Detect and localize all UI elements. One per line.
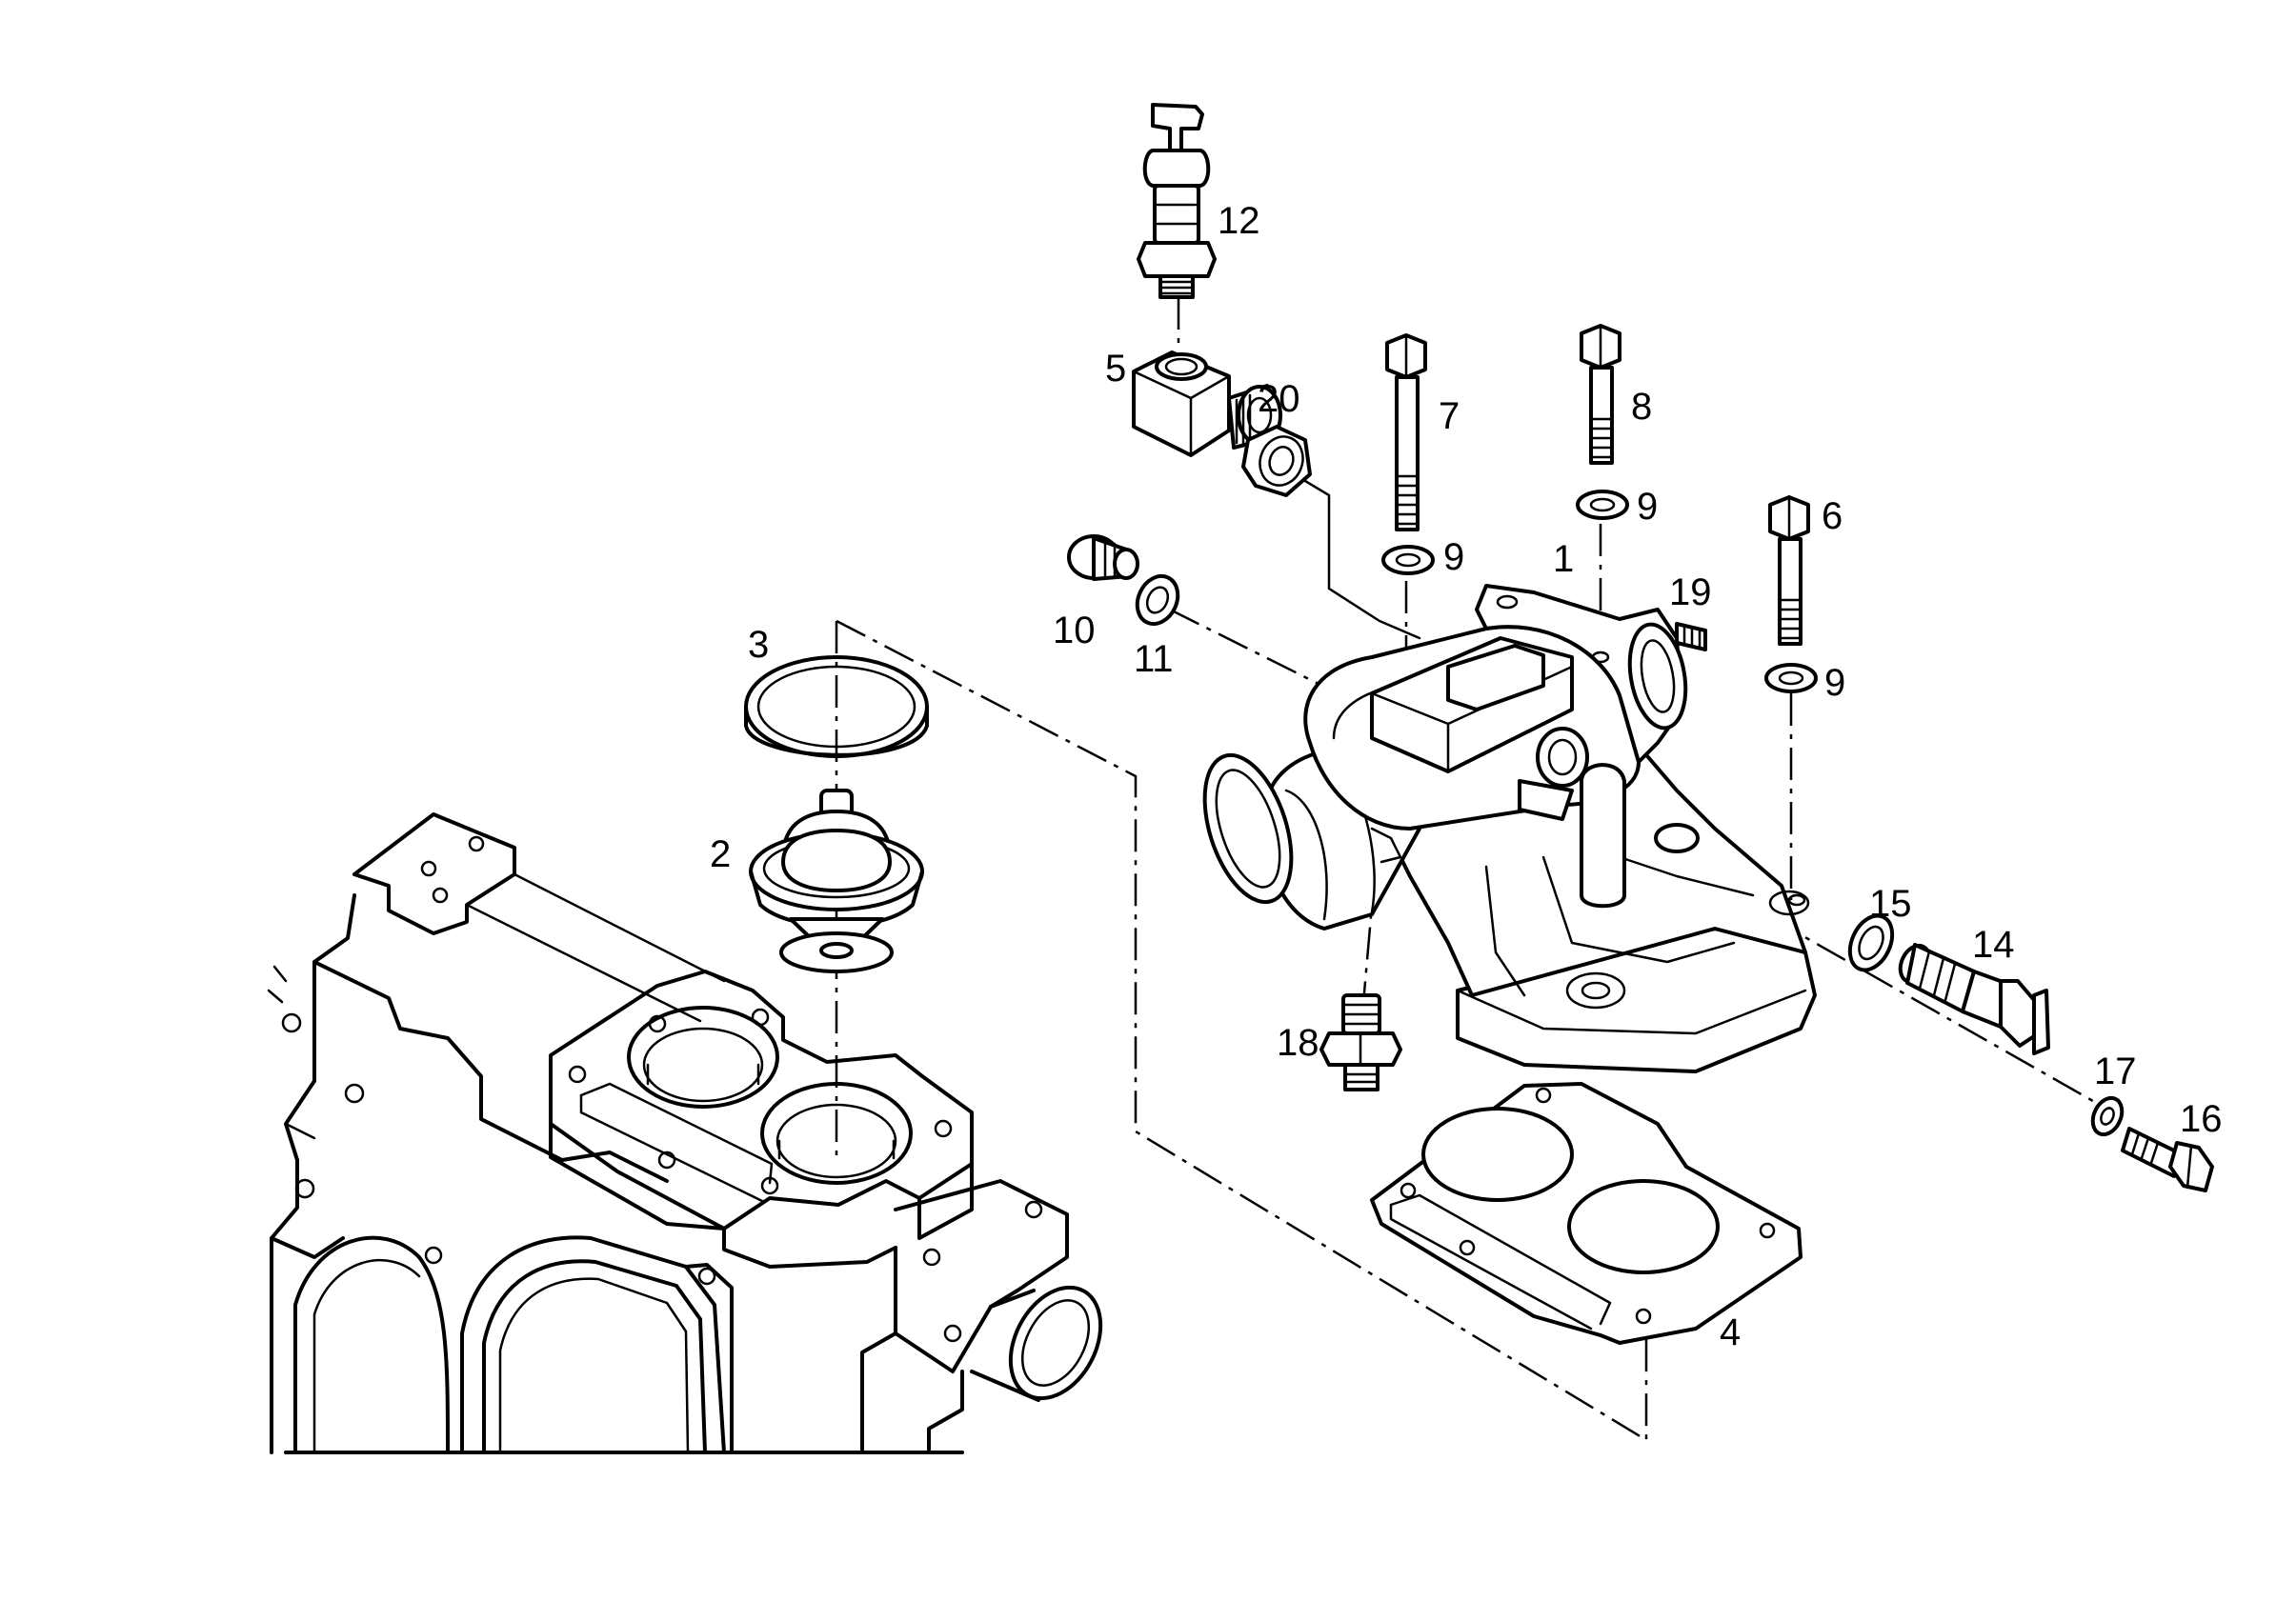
callout-14: 14 <box>1972 924 2015 966</box>
callout-5: 5 <box>1105 348 1126 390</box>
sensor-o-ring <box>1847 913 1895 972</box>
callout-11: 11 <box>1134 638 1174 680</box>
callout-10: 10 <box>1053 610 1096 651</box>
callout-9-c: 9 <box>1824 662 1845 704</box>
union-nut <box>1241 425 1312 497</box>
callout-2: 2 <box>710 833 731 875</box>
washer-9-b <box>1576 490 1629 520</box>
temperature-switch <box>1898 943 2050 1055</box>
callout-17: 17 <box>2094 1051 2137 1092</box>
callout-4: 4 <box>1720 1311 1741 1353</box>
callout-9-a: 9 <box>1443 536 1464 578</box>
callout-1: 1 <box>1553 538 1574 580</box>
callout-labels: 1 2 3 4 5 6 7 8 9 9 9 10 11 12 14 15 16 … <box>710 200 2223 1353</box>
washer-9-a <box>1381 545 1435 575</box>
callout-16: 16 <box>2180 1098 2223 1140</box>
callout-6: 6 <box>1822 495 1843 537</box>
bleed-nipple <box>1319 993 1402 1091</box>
washer-9-c <box>1764 663 1818 693</box>
set-screw <box>1675 622 1707 651</box>
callout-20: 20 <box>1258 378 1300 420</box>
bolt-8 <box>1580 324 1621 465</box>
callout-18: 18 <box>1277 1022 1319 1064</box>
bolt-7 <box>1385 333 1427 531</box>
callout-9-b: 9 <box>1637 486 1658 528</box>
drain-plug <box>1067 534 1139 581</box>
callout-7: 7 <box>1439 395 1460 437</box>
callout-8: 8 <box>1631 386 1652 428</box>
callout-15: 15 <box>1869 883 1912 925</box>
bolt-6 <box>1768 495 1810 646</box>
plug-washer <box>1135 573 1180 627</box>
o-ring-seal <box>744 655 929 758</box>
union-block <box>1132 350 1282 457</box>
thermostat <box>749 789 924 973</box>
housing-gasket <box>1370 1082 1803 1345</box>
temperature-sender <box>1137 103 1217 299</box>
engine-block <box>267 812 1103 1454</box>
callout-19: 19 <box>1669 571 1712 613</box>
callout-3: 3 <box>748 624 769 666</box>
bolt-washer <box>2090 1095 2125 1137</box>
thermostat-housing <box>1202 584 1817 1073</box>
flange-bolt <box>2121 1127 2214 1192</box>
callout-12: 12 <box>1218 200 1260 242</box>
